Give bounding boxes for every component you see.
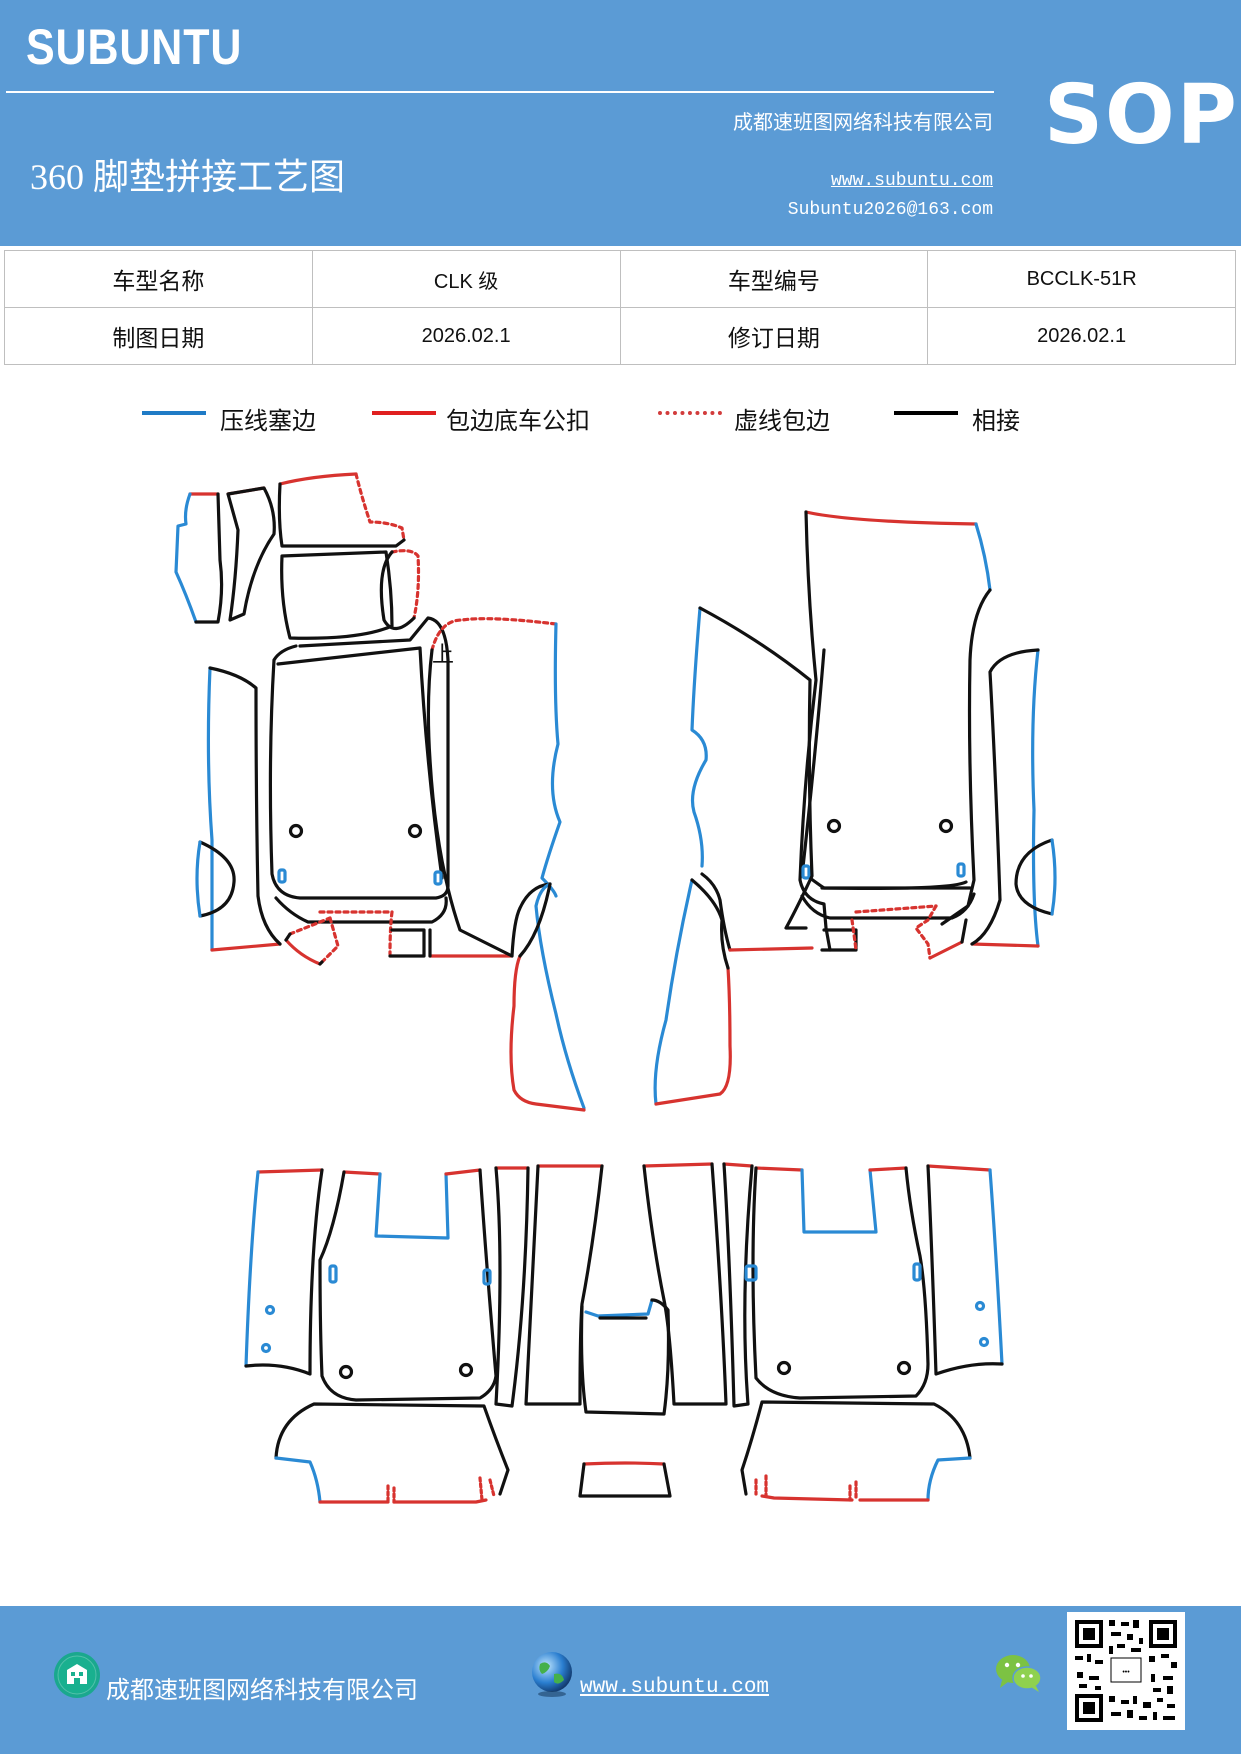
brand-logo: SUBUNTU <box>26 19 243 75</box>
legend: 压线塞边 包边底车公扣 虚线包边 相接 <box>0 398 1241 438</box>
front-right-mat-group <box>653 510 1057 1106</box>
info-table: 车型名称 CLK 级 车型编号 BCCLK-51R 制图日期 2026.02.1… <box>4 250 1236 365</box>
header-email: Subuntu2026@163.com <box>787 200 993 220</box>
header-website-link[interactable]: www.subuntu.com <box>830 171 993 191</box>
page-title: 360 脚垫拼接工艺图 <box>30 157 346 197</box>
header-divider <box>6 91 994 93</box>
sop-badge: SOP <box>1044 68 1239 163</box>
legend-label: 虚线包边 <box>734 409 830 435</box>
legend-label: 压线塞边 <box>220 409 316 435</box>
svg-text:•••: ••• <box>1122 1669 1130 1676</box>
footer-company: 成都速班图网络科技有限公司 <box>106 1678 418 1704</box>
orientation-mark: 上 <box>432 642 454 667</box>
legend-swatch <box>142 411 206 415</box>
building-icon <box>54 1652 100 1698</box>
front-left-mat-group: 上 <box>174 472 586 1112</box>
draw-date-label: 制图日期 <box>4 307 313 365</box>
model-code-label: 车型编号 <box>619 250 929 308</box>
header-banner <box>0 0 1241 246</box>
header-company: 成都速班图网络科技有限公司 <box>733 112 993 134</box>
table-row: 制图日期 2026.02.1 修订日期 2026.02.1 <box>4 307 1236 365</box>
qr-code[interactable]: ••• <box>1067 1612 1185 1730</box>
qr-code-pattern: ••• <box>1075 1620 1177 1722</box>
legend-swatch <box>894 411 958 415</box>
legend-swatch <box>372 411 436 415</box>
model-name-label: 车型名称 <box>4 250 313 308</box>
rear-mat-group <box>244 1162 1004 1504</box>
globe-icon <box>532 1652 572 1697</box>
legend-label: 包边底车公扣 <box>446 409 590 435</box>
revise-date-label: 修订日期 <box>619 307 929 365</box>
legend-swatch <box>658 411 722 415</box>
revise-date-value: 2026.02.1 <box>927 307 1236 365</box>
draw-date-value: 2026.02.1 <box>311 307 621 365</box>
legend-label: 相接 <box>972 409 1020 435</box>
footer-website-link[interactable]: www.subuntu.com <box>580 1676 770 1699</box>
model-name-value: CLK 级 <box>311 250 621 308</box>
wechat-icon[interactable] <box>994 1652 1044 1694</box>
